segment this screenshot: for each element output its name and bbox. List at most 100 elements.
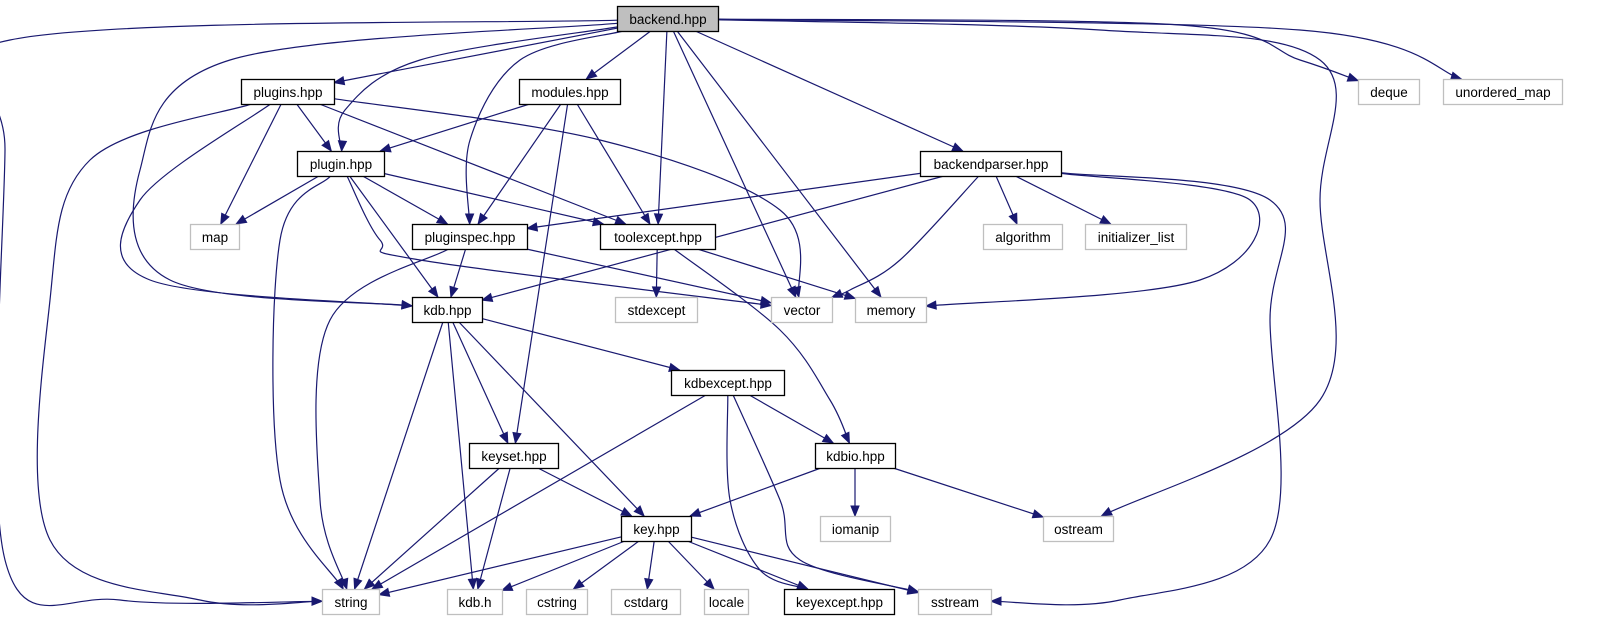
edge-backendparser-to-sstream <box>989 172 1286 606</box>
edge-backend-to-backendparser <box>695 30 964 152</box>
node-box[interactable] <box>814 442 897 470</box>
edge-line <box>717 18 1462 80</box>
node-box[interactable] <box>411 223 529 251</box>
node-label: string <box>334 595 367 610</box>
node-box <box>703 588 750 616</box>
edge-line <box>119 103 413 307</box>
edge-plugins-to-vector <box>333 98 802 299</box>
node-kdbio[interactable]: kdbio.hpp <box>814 442 897 470</box>
edge-kdb-to-key <box>458 321 646 517</box>
arrowhead-icon <box>363 578 376 590</box>
arrowhead-icon <box>477 212 488 226</box>
node-cstdarg: cstdarg <box>610 588 682 616</box>
node-pluginspec[interactable]: pluginspec.hpp <box>411 223 529 251</box>
edge-line <box>893 467 1044 518</box>
node-sstream: sstream <box>917 588 993 616</box>
node-box[interactable] <box>518 78 622 106</box>
edge-plugin-to-pluginspec <box>362 175 449 225</box>
node-string: string <box>321 588 381 616</box>
node-label: stdexcept <box>628 303 686 318</box>
node-box[interactable] <box>616 5 720 33</box>
node-box[interactable] <box>411 296 484 324</box>
edge-kdb-to-keyset <box>452 321 509 445</box>
edge-line <box>337 26 618 152</box>
node-plugin[interactable]: plugin.hpp <box>296 150 386 178</box>
node-label: locale <box>709 595 744 610</box>
node-label: plugins.hpp <box>253 85 322 100</box>
node-box[interactable] <box>599 223 717 251</box>
node-backendparser[interactable]: backendparser.hpp <box>919 150 1063 178</box>
node-ostream: ostream <box>1042 515 1115 543</box>
edges-layer <box>0 18 1463 607</box>
node-box <box>1357 78 1421 106</box>
edge-plugin-to-kdb <box>349 175 439 299</box>
node-initializer-list: initializer_list <box>1084 223 1188 251</box>
node-cstring: cstring <box>525 588 589 616</box>
edge-line <box>657 30 668 225</box>
arrowhead-icon <box>614 215 627 225</box>
node-box[interactable] <box>296 150 386 178</box>
node-unordered-map: unordered_map <box>1442 78 1564 106</box>
node-modules[interactable]: modules.hpp <box>518 78 622 106</box>
node-box <box>1442 78 1564 106</box>
arrowhead-icon <box>850 505 860 518</box>
edge-pluginspec-to-vector <box>526 248 773 306</box>
node-backend[interactable]: backend.hpp <box>616 5 720 33</box>
node-box[interactable] <box>240 78 336 106</box>
node-toolexcept[interactable]: toolexcept.hpp <box>599 223 717 251</box>
node-iomanip: iomanip <box>819 515 892 543</box>
edge-backend-to-plugins <box>332 27 618 86</box>
arrowhead-icon <box>688 507 702 517</box>
arrowhead-icon <box>906 585 920 595</box>
arrowhead-icon <box>353 577 363 591</box>
edge-plugins-to-plugin <box>296 103 333 153</box>
arrowhead-icon <box>644 577 654 591</box>
node-box <box>321 588 381 616</box>
arrowhead-icon <box>703 578 715 590</box>
edge-line <box>0 19 618 607</box>
edge-backend-to-modules <box>585 30 652 80</box>
edge-kdbexcept-to-string <box>370 394 707 590</box>
edge-line <box>537 467 632 517</box>
edge-line <box>220 103 282 225</box>
edge-backendparser-to-pluginspec <box>525 172 921 232</box>
edge-line <box>673 248 850 444</box>
node-keyset[interactable]: keyset.hpp <box>468 442 560 470</box>
edge-toolexcept-to-memory <box>697 248 857 300</box>
edge-line <box>526 172 921 229</box>
node-plugins[interactable]: plugins.hpp <box>240 78 336 106</box>
edge-backend-to-memory <box>676 30 882 299</box>
node-box[interactable] <box>468 442 560 470</box>
arrowhead-icon <box>512 431 522 445</box>
arrowhead-icon <box>791 285 802 299</box>
node-box <box>1042 515 1115 543</box>
edge-line <box>349 175 439 298</box>
edge-kdbexcept-to-sstream <box>732 394 920 594</box>
node-label: cstring <box>537 595 577 610</box>
node-kdb[interactable]: kdb.hpp <box>411 296 484 324</box>
node-label: map <box>202 230 228 245</box>
edge-key-to-keyexcept <box>687 540 809 590</box>
arrowhead-icon <box>435 214 449 225</box>
node-box[interactable] <box>620 515 693 543</box>
node-box[interactable] <box>919 150 1063 178</box>
edge-line <box>689 467 822 517</box>
edge-plugin-to-string <box>272 175 344 591</box>
node-label: backendparser.hpp <box>934 157 1049 172</box>
node-keyexcept[interactable]: keyexcept.hpp <box>783 588 896 616</box>
node-box <box>1084 223 1188 251</box>
node-box[interactable] <box>783 588 896 616</box>
arrowhead-icon <box>1346 72 1360 82</box>
edge-plugin-to-toolexcept <box>383 172 605 227</box>
edge-line <box>272 175 344 590</box>
node-label: unordered_map <box>1455 85 1550 100</box>
edge-key-to-sstream <box>690 536 920 595</box>
edge-line <box>364 467 500 590</box>
node-box[interactable] <box>670 369 786 397</box>
node-box <box>819 515 892 543</box>
arrowhead-icon <box>500 582 514 591</box>
edge-kdbexcept-to-kdbio <box>749 394 835 444</box>
node-key[interactable]: key.hpp <box>620 515 693 543</box>
node-label: initializer_list <box>1098 230 1175 245</box>
node-kdbexcept[interactable]: kdbexcept.hpp <box>670 369 786 397</box>
